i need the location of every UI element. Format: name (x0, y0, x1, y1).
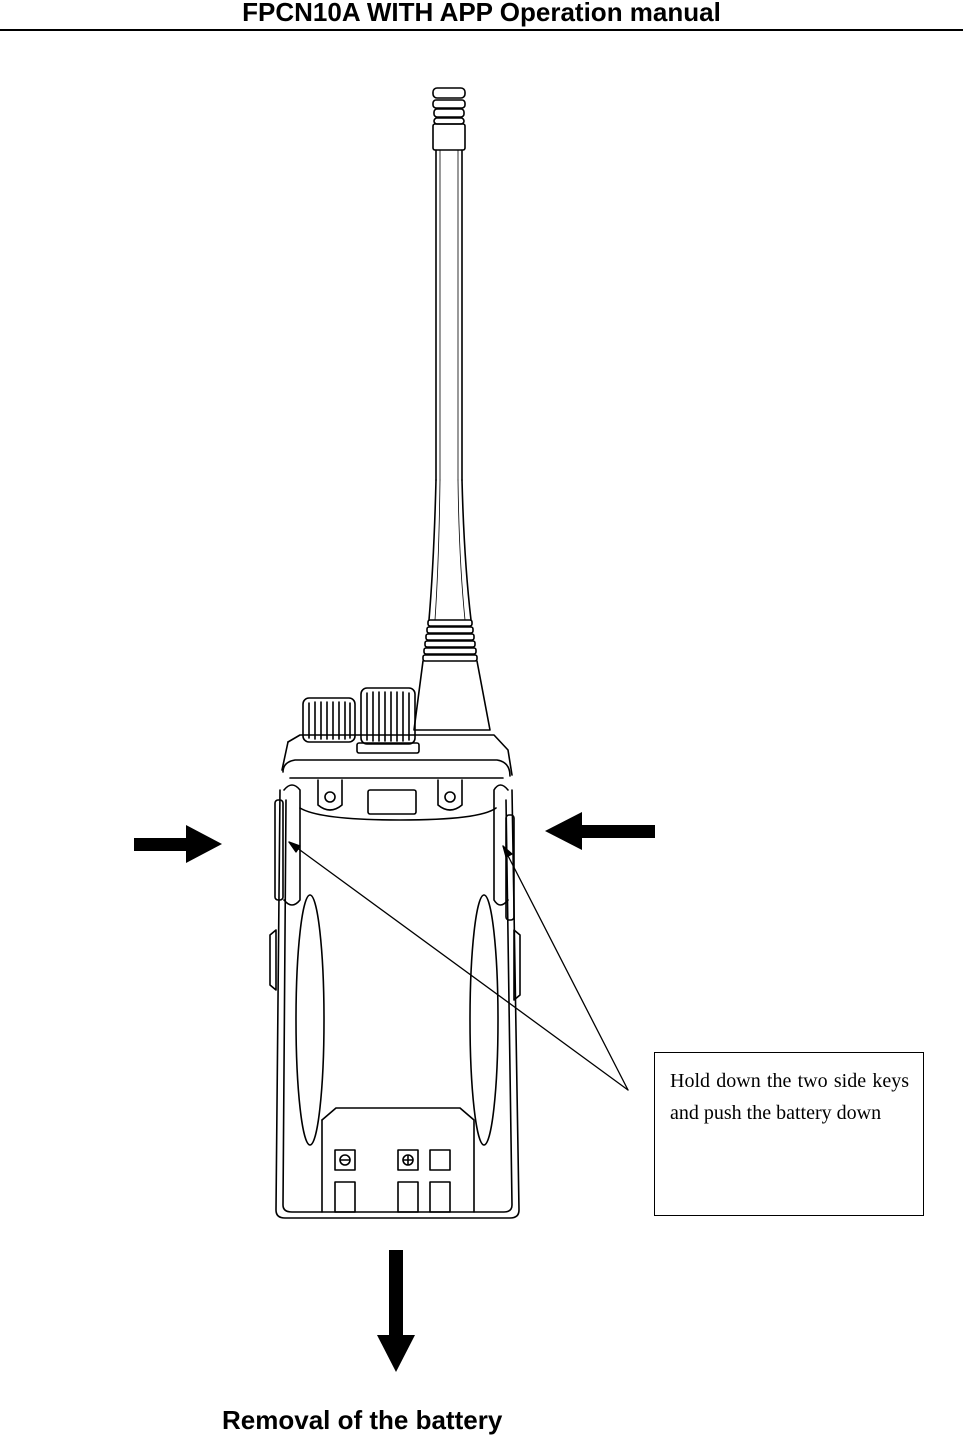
callout-leader-lines (288, 841, 629, 1091)
antenna (413, 87, 491, 731)
arrow-right-icon (134, 825, 222, 863)
instruction-callout: Hold down the two side keys and push the… (654, 1052, 924, 1216)
arrow-down-icon (377, 1250, 415, 1372)
arrow-left-icon (545, 812, 655, 850)
callout-text: Hold down the two side keys and push the… (670, 1070, 909, 1124)
page-header: FPCN10A WITH APP Operation manual (0, 0, 963, 31)
page-title: FPCN10A WITH APP Operation manual (242, 0, 721, 27)
radio-body (269, 734, 521, 1219)
figure-caption: Removal of the battery (222, 1405, 503, 1435)
knobs (302, 687, 420, 754)
